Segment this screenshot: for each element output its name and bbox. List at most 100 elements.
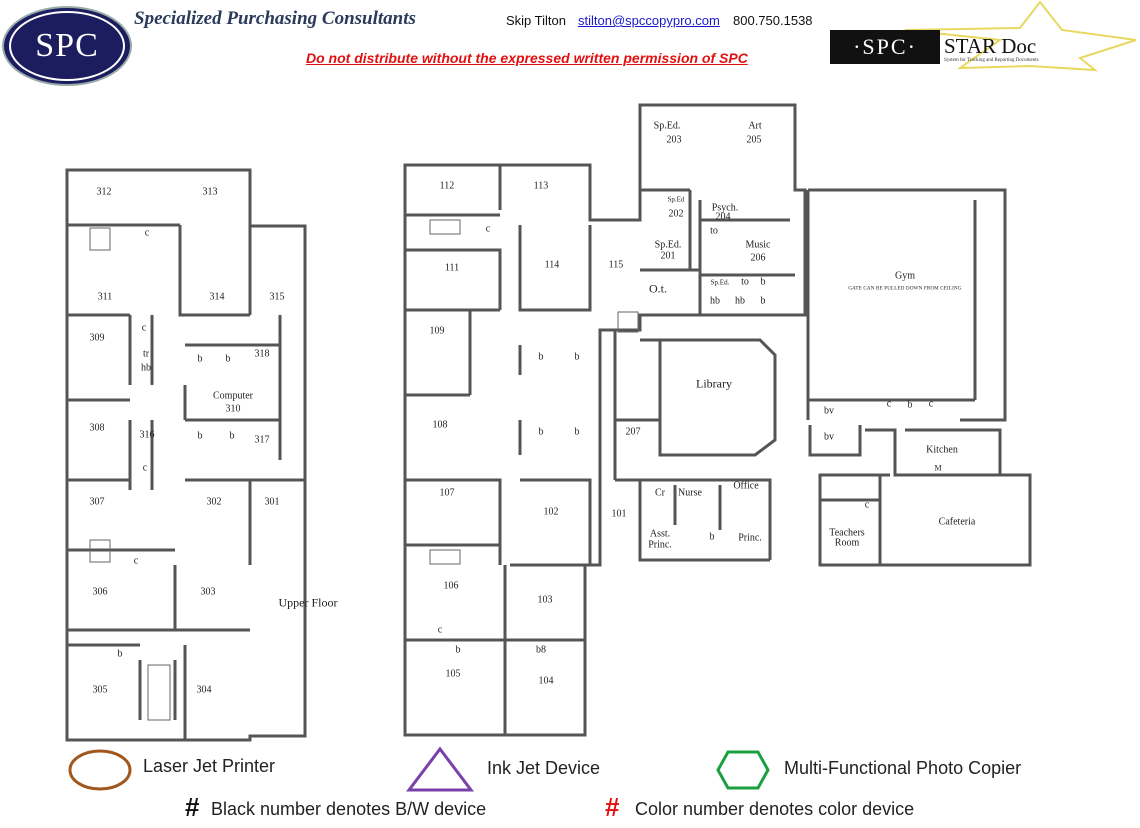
star-doc-subtitle: System for Tracking and Reporting Docume… xyxy=(944,58,1039,63)
room-asst-princ-label: Asst. xyxy=(649,528,671,540)
room-115: 115 xyxy=(608,259,624,271)
bathroom: b xyxy=(760,276,766,288)
room-cafeteria: Cafeteria xyxy=(938,516,976,528)
room-311: 311 xyxy=(97,291,113,303)
bathroom: b xyxy=(574,426,580,438)
closet: c xyxy=(928,398,934,410)
room-to: to xyxy=(741,276,749,288)
room-301: 301 xyxy=(264,496,280,508)
bathroom: b xyxy=(538,426,544,438)
room-hb: hb xyxy=(710,295,720,307)
room-317: 317 xyxy=(254,434,270,446)
bathroom: b xyxy=(538,351,544,363)
room-316: 316 xyxy=(139,429,155,441)
room-kitchen: Kitchen xyxy=(926,444,958,456)
room-303: 303 xyxy=(200,586,216,598)
room-305: 305 xyxy=(92,684,108,696)
room-104: 104 xyxy=(538,675,554,687)
room-psych-label: Psych. xyxy=(711,202,739,214)
company-name: Specialized Purchasing Consultants xyxy=(134,8,416,29)
room-music-label: Music xyxy=(745,239,771,251)
closet: c xyxy=(864,499,870,511)
closet: c xyxy=(141,322,147,334)
room-cr: Cr xyxy=(655,487,665,499)
room-teachers-label: Teachers xyxy=(829,527,865,539)
bathroom: b xyxy=(197,430,203,442)
room-109: 109 xyxy=(429,325,445,337)
email-link[interactable]: stilton@spccopypro.com xyxy=(578,13,720,28)
room-nurse: Nurse xyxy=(678,487,702,499)
room-sped-label: Sp.Ed. xyxy=(654,239,682,251)
phone-number: 800.750.1538 xyxy=(733,13,813,28)
room-to: to xyxy=(710,225,718,237)
room-library: Library xyxy=(696,376,732,391)
contact-name: Skip Tilton xyxy=(506,13,566,28)
room-102: 102 xyxy=(543,506,559,518)
legend-color-note: Color number denotes color device xyxy=(635,799,915,819)
closet: c xyxy=(144,227,150,239)
bathroom: b xyxy=(225,353,231,365)
distribution-warning: Do not distribute without the expressed … xyxy=(306,50,748,66)
legend-copier-label: Multi-Functional Photo Copier xyxy=(784,758,1022,778)
room-315: 315 xyxy=(269,291,285,303)
room-306: 306 xyxy=(92,586,108,598)
room-105: 105 xyxy=(445,668,461,680)
closet: c xyxy=(437,624,443,636)
star-doc-title: STAR Doc xyxy=(944,34,1037,58)
closet: c xyxy=(142,462,148,474)
room-bv: bv xyxy=(824,431,834,443)
room-office: Office xyxy=(733,480,759,492)
room-108: 108 xyxy=(432,419,448,431)
room-teachers-label: Room xyxy=(834,537,860,549)
room-307: 307 xyxy=(89,496,105,508)
upper-floor-outline xyxy=(65,168,307,742)
room-tr: tr xyxy=(142,348,150,360)
star-doc-logo: ·SPC· xyxy=(830,30,940,64)
bathroom: b xyxy=(229,430,235,442)
bathroom: b8 xyxy=(536,644,546,656)
room-114: 114 xyxy=(544,259,560,271)
room-princ: Princ. xyxy=(738,532,762,544)
room-202: 202 xyxy=(668,208,684,220)
room-m: M xyxy=(934,463,942,473)
room-ot: O.t. xyxy=(649,281,667,296)
bathroom: b xyxy=(709,531,715,543)
room-203: 203 xyxy=(666,134,682,146)
room-308: 308 xyxy=(89,422,105,434)
bathroom: b xyxy=(117,648,123,660)
room-312: 312 xyxy=(96,186,112,198)
room-103: 103 xyxy=(537,594,553,606)
room-111: 111 xyxy=(444,262,460,274)
room-318: 318 xyxy=(254,348,270,360)
color-hash-icon: # xyxy=(605,792,620,822)
legend-laser-label: Laser Jet Printer xyxy=(143,756,276,776)
room-201: 201 xyxy=(660,250,676,262)
room-206: 206 xyxy=(750,252,766,264)
gym-note: GATE CAN BE PULLED DOWN FROM CEILING xyxy=(848,286,962,292)
bathroom: b xyxy=(574,351,580,363)
room-204: 204 xyxy=(715,211,731,223)
room-hb: hb xyxy=(735,295,745,307)
room-205: 205 xyxy=(746,134,762,146)
room-112: 112 xyxy=(439,180,455,192)
closet: c xyxy=(485,223,491,235)
room-314: 314 xyxy=(209,291,225,303)
legend-inkjet-label: Ink Jet Device xyxy=(487,758,601,778)
room-sped-label: Sp.Ed. xyxy=(653,120,681,132)
room-313: 313 xyxy=(202,186,218,198)
room-asst-princ-label: Princ. xyxy=(648,539,672,551)
room-101: 101 xyxy=(611,508,627,520)
spc-logo: SPC xyxy=(2,6,132,86)
upper-floor-title: Upper Floor xyxy=(278,595,338,610)
room-bv: bv xyxy=(824,405,834,417)
closet: c xyxy=(133,555,139,567)
star-icon xyxy=(904,0,1137,72)
room-computer-label: Computer xyxy=(213,390,253,402)
bathroom: b xyxy=(760,295,766,307)
closet: c xyxy=(886,398,892,410)
room-sped-label: Sp.Ed xyxy=(667,195,685,204)
room-106: 106 xyxy=(443,580,459,592)
room-304: 304 xyxy=(196,684,212,696)
east-wing-outline xyxy=(806,188,1032,567)
